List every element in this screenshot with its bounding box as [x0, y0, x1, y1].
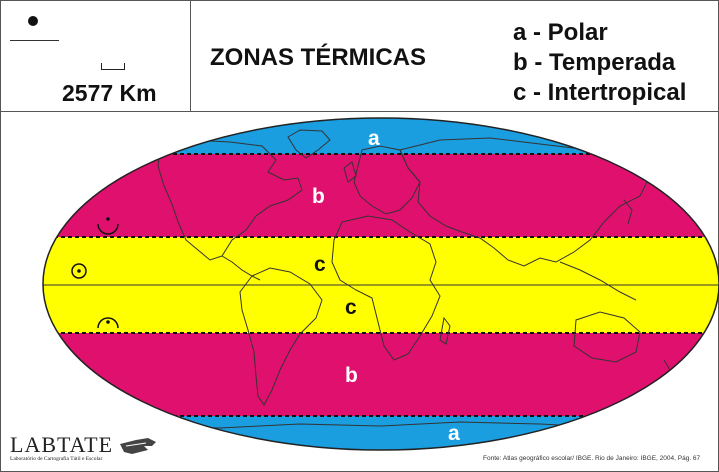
scale-label: 2577 Km [62, 80, 157, 106]
scale-line [10, 40, 59, 41]
logo-name: LABTATE [10, 432, 114, 457]
southeast-asia-outline [559, 261, 637, 301]
labtate-logo: LABTATE Laboratório de Cartografia Tátil… [10, 432, 156, 462]
zone-label-c-south: c [345, 296, 357, 319]
sun-icon [71, 263, 87, 279]
madagascar-outline [439, 316, 451, 345]
zone-temperate-north [43, 154, 719, 237]
scale-bracket-icon [101, 63, 125, 70]
legend: a - Polar b - Temperada c - Intertropica… [513, 18, 686, 108]
zone-label-a-north: a [368, 127, 380, 150]
south-america-outline [239, 267, 323, 406]
central-america-outline [221, 255, 261, 281]
africa-outline [331, 215, 441, 361]
map-title: ZONAS TÉRMICAS [210, 44, 426, 71]
zone-temperate-south [43, 333, 719, 416]
japan-outline [623, 199, 633, 225]
zone-label-c-north: c [314, 253, 326, 276]
greenland-outline [287, 129, 331, 159]
hand-icon [120, 438, 156, 454]
header-divider [0, 111, 719, 112]
legend-item-temperate: b - Temperada [513, 49, 676, 76]
legend-item-intertropical: c - Intertropical [513, 79, 687, 106]
sun-rising-icon [97, 217, 119, 235]
sun-setting-icon [97, 317, 119, 329]
zone-label-a-south: a [448, 422, 460, 445]
british-isles-outline [343, 161, 357, 183]
map-ellipse-border [42, 117, 719, 451]
header-vertical-divider [190, 0, 191, 111]
australia-outline [573, 311, 641, 363]
tactile-scale-dot-icon [28, 16, 38, 26]
logo-subtitle: Laboratório de Cartografia Tátil e Escol… [10, 456, 103, 462]
source-citation: Fonte: Atlas geográfico escolar/ IBGE. R… [483, 455, 701, 462]
north-america-outline [157, 139, 303, 261]
zone-label-b-south: b [345, 364, 358, 387]
legend-item-polar: a - Polar [513, 19, 608, 46]
zone-label-b-north: b [312, 185, 325, 208]
